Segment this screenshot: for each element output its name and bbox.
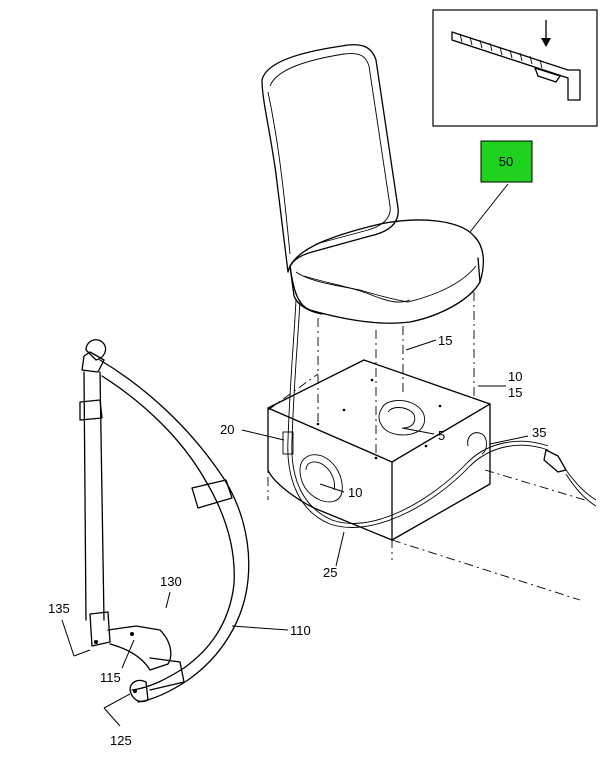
callout-5[interactable]: 5 [438,428,445,443]
arrow-down-icon [541,20,551,47]
callout-15-upper[interactable]: 15 [438,333,452,348]
callout-10-upper[interactable]: 10 [508,369,522,384]
callout-15-lower[interactable]: 15 [508,385,522,400]
seat-assembly [261,44,485,441]
callout-125[interactable]: 125 [110,733,132,748]
callout-135[interactable]: 135 [48,601,70,616]
cable-assembly [282,431,597,528]
callout-50[interactable]: 50 [480,140,533,183]
callout-25[interactable]: 25 [323,565,337,580]
callout-130[interactable]: 130 [160,574,182,589]
callout-110[interactable]: 110 [290,623,311,638]
inset-detail [432,9,598,127]
callout-10-lower[interactable]: 10 [348,485,362,500]
seat-belt-assembly [79,339,250,703]
seat-base [267,359,491,541]
callout-50-label: 50 [499,154,513,169]
callout-20[interactable]: 20 [220,422,234,437]
leader-lines [61,183,529,727]
alignment-lines [267,292,586,601]
callout-35[interactable]: 35 [532,425,546,440]
callout-115[interactable]: 115 [100,670,121,685]
